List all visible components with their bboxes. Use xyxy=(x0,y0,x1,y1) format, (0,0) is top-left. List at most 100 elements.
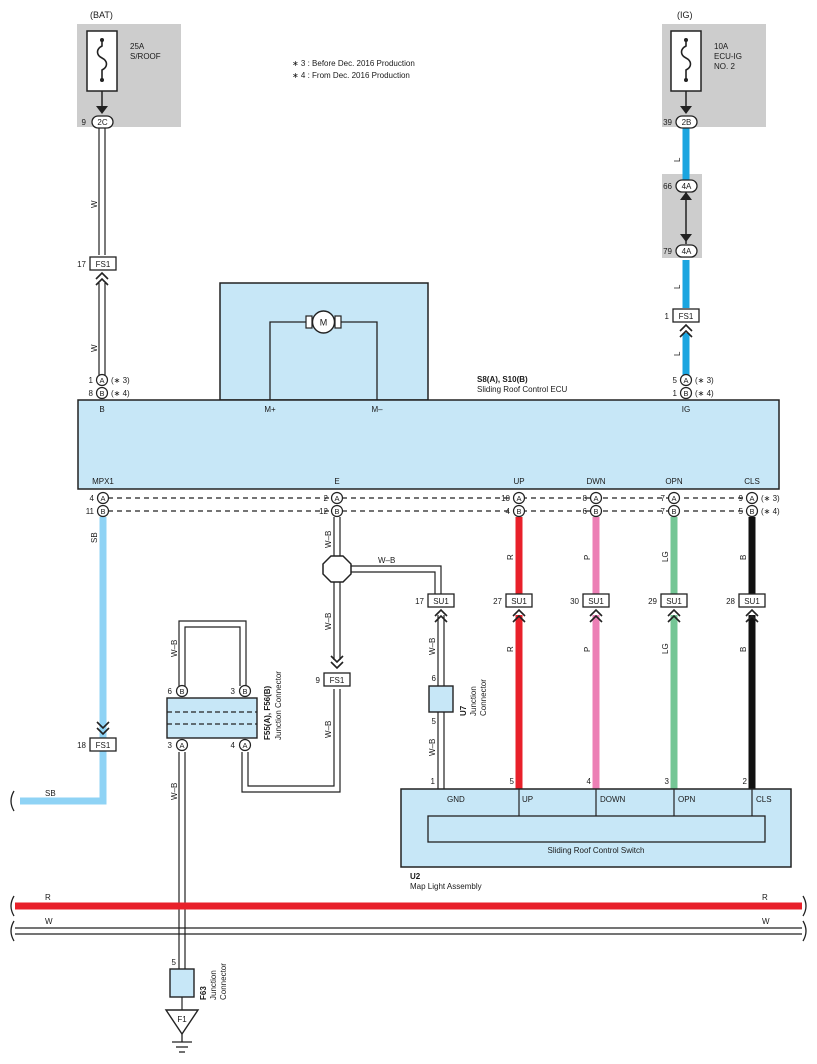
svg-text:A: A xyxy=(100,494,105,503)
pin-fs1-bat: 17 xyxy=(77,260,86,269)
ground-label: F1 xyxy=(177,1015,187,1024)
switch-pin-down: 4 xyxy=(587,777,592,786)
pin-ig-b: 1 xyxy=(673,389,678,398)
svg-text:B: B xyxy=(749,507,754,516)
junction-f63-name-1: Junction xyxy=(209,970,218,1000)
pin-opn-a: 7 xyxy=(661,494,666,503)
wire-w-bat xyxy=(98,128,106,375)
pin-fs1-sb: 18 xyxy=(77,741,86,750)
ecu-pin-m-minus: M– xyxy=(371,405,383,414)
wire-color-lg-2: LG xyxy=(661,643,670,654)
splice-point xyxy=(322,555,352,583)
wire-color-p-1: P xyxy=(583,555,592,560)
pin-b-b: 8 xyxy=(89,389,94,398)
pin-e-b: 12 xyxy=(319,507,328,516)
svg-text:A: A xyxy=(179,741,184,750)
junction-u7-name-1: Junction xyxy=(469,686,478,716)
pin-4A-bottom: 79 xyxy=(663,247,672,256)
svg-text:B: B xyxy=(516,507,521,516)
motor-housing xyxy=(219,282,429,401)
wire-color-l-1: L xyxy=(673,157,682,162)
connector-4A-top: 4A xyxy=(675,179,698,193)
ecu-body xyxy=(77,399,780,490)
fuse-10a-name-1: ECU-IG xyxy=(714,52,742,61)
wire-color-l-3: L xyxy=(673,351,682,356)
connector-su1-opn: SU1 xyxy=(660,593,688,623)
wire-color-wb-4: W–B xyxy=(324,721,333,738)
ecu-pin-mpx1: MPX1 xyxy=(92,477,114,486)
svg-text:SU1: SU1 xyxy=(588,597,604,606)
switch-label-gnd: GND xyxy=(447,795,465,804)
svg-text:2B: 2B xyxy=(682,118,692,127)
wire-color-w-2: W xyxy=(90,344,99,352)
ecu-pin-ig: IG xyxy=(682,405,690,414)
pin-f63: 5 xyxy=(172,958,177,967)
pin-4A-top: 66 xyxy=(663,182,672,191)
svg-text:A: A xyxy=(516,494,521,503)
junction-f55-f56: B B A A xyxy=(166,684,258,752)
connector-su1-dwn: SU1 xyxy=(582,593,610,623)
wire-color-wb-2: W–B xyxy=(378,556,395,565)
connector-2C: 2C xyxy=(91,115,114,129)
svg-text:A: A xyxy=(242,741,247,750)
wire-color-r-left: R xyxy=(45,893,51,902)
ecu-pin-up: UP xyxy=(513,477,524,486)
ecu-top-pins: A B A B xyxy=(95,373,693,400)
svg-text:4A: 4A xyxy=(682,247,692,256)
ecu-name: Sliding Roof Control ECU xyxy=(477,385,567,394)
pin-up-b: 4 xyxy=(506,507,511,516)
wire-color-b-2: B xyxy=(739,647,748,652)
pin-fs1-ig: 1 xyxy=(665,312,670,321)
wire-color-wb-6: W–B xyxy=(428,739,437,756)
pin-2C: 9 xyxy=(82,118,87,127)
connector-4A-bottom: 4A xyxy=(675,244,698,258)
ecu-pin-m-plus: M+ xyxy=(264,405,276,414)
svg-text:B: B xyxy=(99,389,104,398)
switch-label-opn: OPN xyxy=(678,795,696,804)
pin-cls-a: 9 xyxy=(739,494,744,503)
wire-color-wb-1: W–B xyxy=(324,531,333,548)
connector-fs1-ig: FS1 xyxy=(672,308,700,338)
svg-text:A: A xyxy=(671,494,676,503)
svg-text:A: A xyxy=(99,376,104,385)
pin-su1-opn: 29 xyxy=(648,597,657,606)
wire-color-w-right: W xyxy=(762,917,770,926)
u2-code: U2 xyxy=(410,872,421,881)
junction-f55-code: F55(A), F56(B) xyxy=(263,685,272,740)
switch-label-down: DOWN xyxy=(600,795,626,804)
note-ig-b: (∗ 4) xyxy=(695,389,714,398)
svg-text:FS1: FS1 xyxy=(96,741,111,750)
svg-text:A: A xyxy=(749,494,754,503)
connector-su1-gnd: SU1 xyxy=(427,593,455,623)
switch-pin-up: 5 xyxy=(510,777,515,786)
switch-inner xyxy=(427,815,766,843)
wire-color-wb-7: W–B xyxy=(170,640,179,657)
wire-color-wb-5: W–B xyxy=(428,638,437,655)
switch-pin-gnd: 1 xyxy=(431,777,436,786)
ground-icon: F1 xyxy=(164,1009,200,1053)
pin-su1-dwn: 30 xyxy=(570,597,579,606)
junction-f55-name: Junction Connector xyxy=(274,671,283,740)
note-4: ∗ 4 : From Dec. 2016 Production xyxy=(292,71,410,80)
fuse-10a-rating: 10A xyxy=(714,42,729,51)
svg-text:SU1: SU1 xyxy=(433,597,449,606)
switch-label-cls: CLS xyxy=(756,795,772,804)
svg-text:B: B xyxy=(179,687,184,696)
wire-color-wb-3: W–B xyxy=(324,613,333,630)
ecu-pin-dwn: DWN xyxy=(586,477,605,486)
svg-text:A: A xyxy=(334,494,339,503)
connector-2B: 2B xyxy=(675,115,698,129)
switch-pin-cls: 2 xyxy=(743,777,748,786)
pin-u7-top: 6 xyxy=(432,674,437,683)
pin-mpx1-b: 11 xyxy=(86,507,95,516)
ecu-pin-cls: CLS xyxy=(744,477,760,486)
connector-su1-up: SU1 xyxy=(505,593,533,623)
pin-2B: 39 xyxy=(663,118,672,127)
svg-text:SU1: SU1 xyxy=(666,597,682,606)
fuse-10a-name-2: NO. 2 xyxy=(714,62,735,71)
switch-pin-opn: 3 xyxy=(665,777,670,786)
wire-color-l-2: L xyxy=(673,284,682,289)
ecu-pin-e: E xyxy=(334,477,339,486)
pin-opn-b: 7 xyxy=(661,507,666,516)
